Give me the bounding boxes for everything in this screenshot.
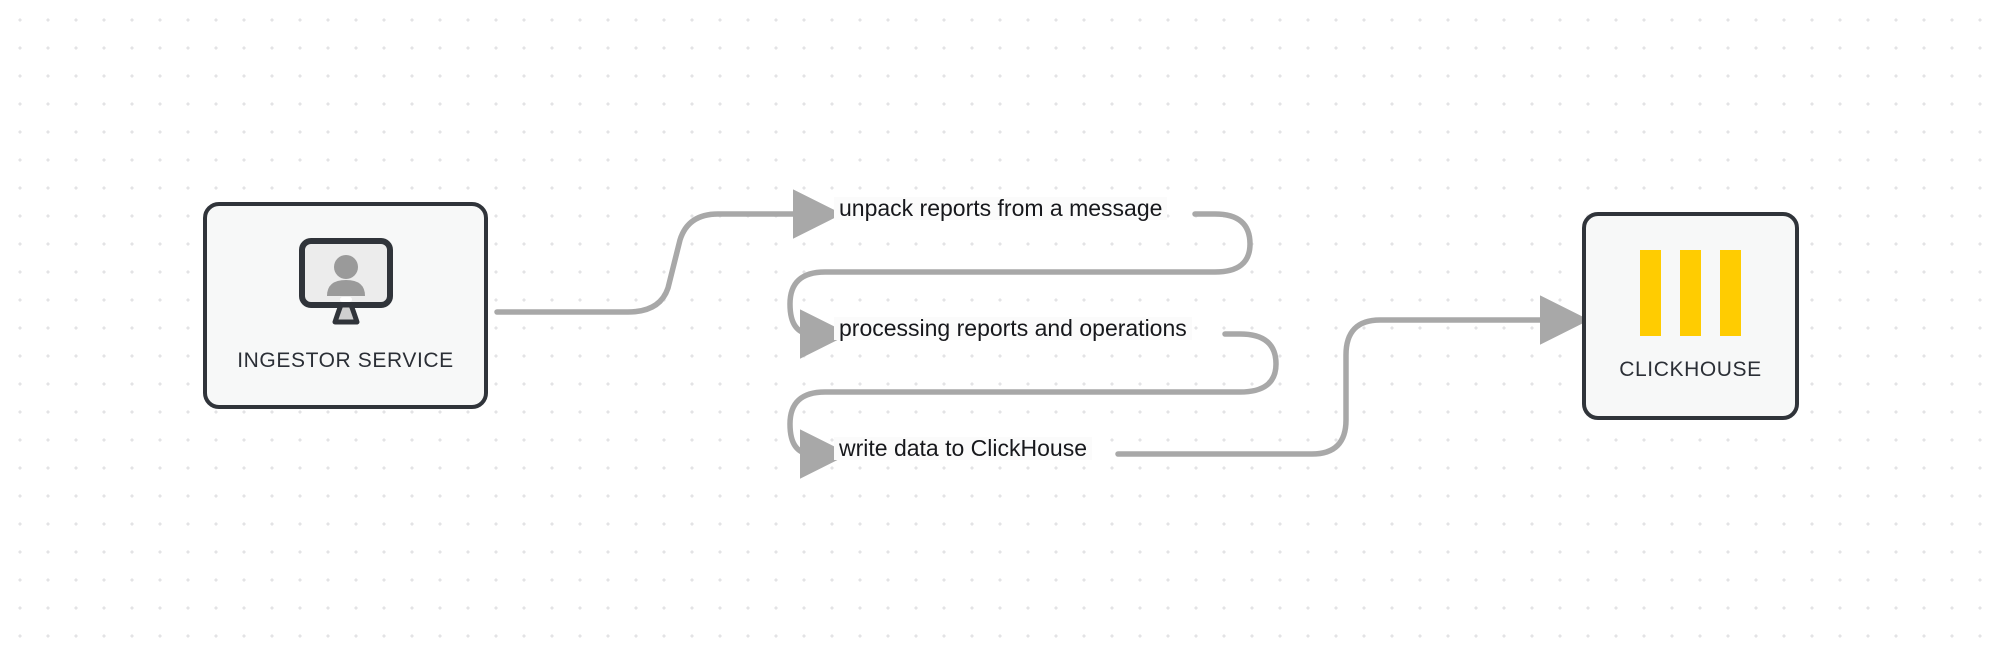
edge-label-write: write data to ClickHouse xyxy=(834,437,1092,460)
node-ingestor-label: INGESTOR SERVICE xyxy=(237,349,454,372)
clickhouse-bar-2 xyxy=(1680,250,1701,336)
edge-path-processing xyxy=(787,211,1253,359)
edge-path-unpack xyxy=(494,189,843,315)
clickhouse-logo-icon xyxy=(1640,250,1741,336)
monitor-user-icon xyxy=(298,238,394,331)
node-ingestor-service[interactable]: INGESTOR SERVICE xyxy=(203,202,488,409)
edge-label-processing: processing reports and operations xyxy=(834,317,1192,340)
node-clickhouse[interactable]: CLICKHOUSE xyxy=(1582,212,1799,420)
clickhouse-bar-1 xyxy=(1640,250,1661,336)
clickhouse-bar-3 xyxy=(1720,250,1741,336)
edge-path-write xyxy=(787,331,1279,479)
edge-label-unpack: unpack reports from a message xyxy=(834,197,1168,220)
node-clickhouse-label: CLICKHOUSE xyxy=(1619,358,1762,381)
edge-path-clickhouse xyxy=(1115,295,1590,457)
